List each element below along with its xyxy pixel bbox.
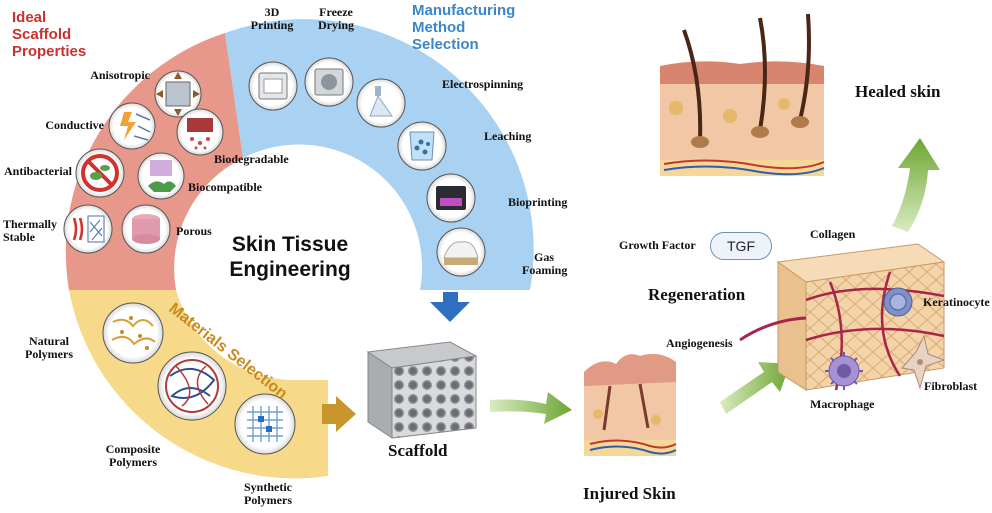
3d-printing-icon bbox=[248, 61, 298, 111]
label-synthetic-polymers: Synthetic Polymers bbox=[244, 480, 292, 507]
gas-foaming-icon bbox=[436, 227, 486, 277]
main-title: Skin Tissue Engineering bbox=[229, 233, 351, 281]
label-electrospinning: Electrospinning bbox=[442, 77, 524, 91]
tgf-badge: TGF bbox=[710, 232, 772, 260]
label-fibroblast: Fibroblast bbox=[924, 379, 978, 393]
label-porous: Porous bbox=[176, 224, 212, 238]
arrow-to-injured-skin bbox=[490, 392, 572, 424]
label-leaching: Leaching bbox=[484, 129, 532, 143]
antibacterial-icon bbox=[75, 148, 125, 198]
label-injured-skin: Injured Skin bbox=[583, 484, 676, 503]
label-collagen: Collagen bbox=[810, 227, 856, 241]
materials-icons bbox=[102, 302, 296, 455]
label-composite-polymers: Composite Polymers bbox=[105, 442, 161, 469]
ring-arrows bbox=[322, 292, 470, 432]
synthetic-polymers-icon bbox=[234, 393, 296, 455]
freeze-drying-icon bbox=[304, 57, 354, 107]
label-macrophage: Macrophage bbox=[810, 397, 875, 411]
label-growth-factor: Growth Factor bbox=[619, 238, 696, 252]
anisotropic-icon bbox=[154, 70, 202, 118]
label-scaffold: Scaffold bbox=[388, 441, 448, 460]
label-anisotropic: Anisotropic bbox=[90, 68, 150, 82]
thermally-stable-icon bbox=[63, 204, 113, 254]
label-freeze-drying: Freeze Drying bbox=[318, 5, 354, 32]
bioprinting-icon bbox=[426, 173, 476, 223]
healed-skin-image bbox=[660, 13, 825, 176]
keratinocyte-icon bbox=[883, 287, 913, 317]
label-gas-foaming: Gas Foaming bbox=[522, 250, 568, 277]
label-3d-printing: 3D Printing bbox=[250, 5, 294, 32]
label-angiogenesis: Angiogenesis bbox=[666, 336, 733, 350]
label-conductive: Conductive bbox=[45, 118, 104, 132]
leaching-icon bbox=[397, 121, 447, 171]
materials-arrow bbox=[322, 396, 356, 432]
label-keratinocyte: Keratinocyte bbox=[923, 295, 990, 309]
label-healed-skin: Healed skin bbox=[855, 82, 941, 101]
manufacturing-icons bbox=[248, 57, 486, 277]
label-regeneration: Regeneration bbox=[648, 285, 746, 304]
composite-polymers-icon bbox=[157, 351, 227, 421]
properties-title: Ideal Scaffold Properties bbox=[12, 9, 87, 60]
manufacturing-band bbox=[225, 19, 534, 291]
electrospinning-icon bbox=[356, 78, 406, 128]
biocompatible-icon bbox=[137, 152, 185, 200]
arrow-to-healed-skin bbox=[892, 138, 940, 232]
natural-polymers-icon bbox=[102, 302, 164, 364]
label-natural-polymers: Natural Polymers bbox=[25, 334, 73, 361]
cells bbox=[825, 287, 946, 390]
label-bioprinting: Bioprinting bbox=[508, 195, 568, 209]
arrow-to-regeneration bbox=[720, 362, 790, 414]
biodegradable-icon bbox=[176, 108, 224, 156]
injured-skin-image bbox=[584, 354, 677, 456]
fibroblast-icon bbox=[901, 334, 946, 390]
label-antibacterial: Antibacterial bbox=[4, 164, 72, 178]
property-icons bbox=[63, 70, 224, 254]
label-biocompatible: Biocompatible bbox=[188, 180, 262, 194]
scaffold-image bbox=[366, 341, 478, 439]
porous-icon bbox=[121, 204, 171, 254]
label-biodegradable: Biodegradable bbox=[214, 152, 289, 166]
manufacturing-arrow bbox=[430, 292, 470, 322]
manufacturing-title: Manufacturing Method Selection bbox=[412, 2, 516, 53]
macrophage-icon bbox=[825, 352, 863, 390]
conductive-icon bbox=[108, 102, 156, 150]
label-thermally-stable: Thermally Stable bbox=[3, 217, 57, 244]
progress-arrows bbox=[490, 138, 940, 424]
